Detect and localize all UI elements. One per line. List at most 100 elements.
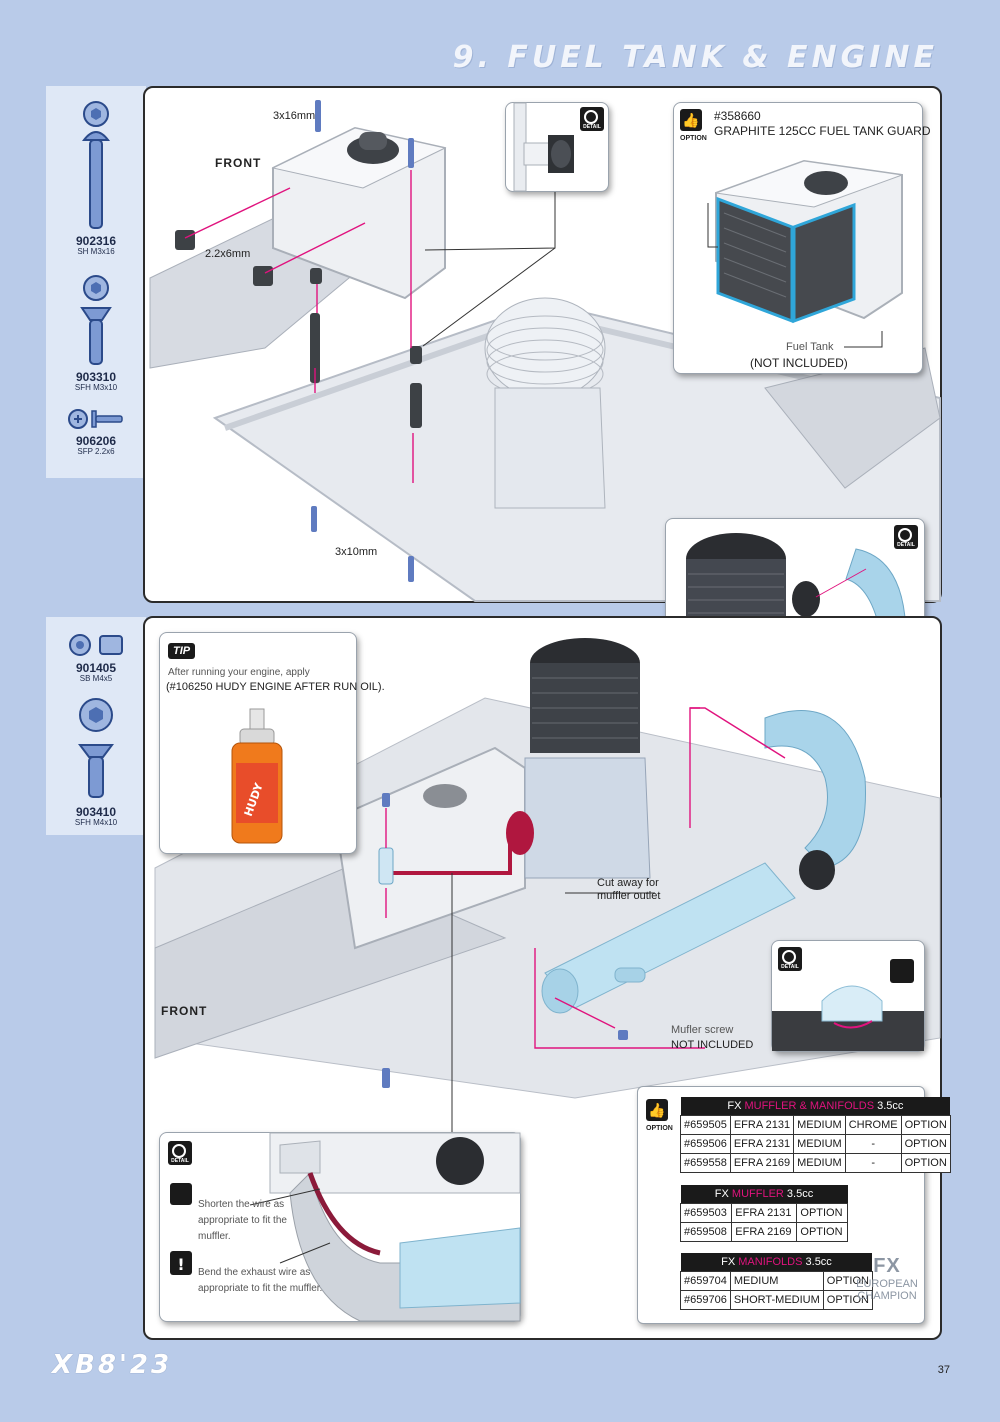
- clip-detail-illustration: [513, 102, 574, 192]
- cell: #659704: [680, 1271, 731, 1291]
- part-901405: 901405 SB M4x5: [46, 633, 146, 683]
- part-size: SFH M4x10: [74, 818, 118, 827]
- sfp-screw-icon: [68, 409, 123, 429]
- part-size: SFH M3x10: [74, 383, 118, 392]
- tank-guard-illustration: [707, 159, 903, 348]
- table-title-suffix: 3.5cc: [786, 1188, 814, 1200]
- option-badge: OPTION: [680, 135, 707, 142]
- parts-sidebar-step1: 902316 SH M3x16 903310 SFH M3x10 906206 …: [46, 86, 146, 478]
- table-title-prefix: FX: [721, 1256, 736, 1268]
- part-code: 902316: [75, 234, 117, 248]
- detail-icon: [894, 525, 918, 549]
- part-size: SB M4x5: [79, 674, 113, 683]
- sfh-screw-icon: [80, 275, 112, 365]
- fuel-tank-callout: Fuel Tank: [786, 341, 834, 353]
- sfh-screw-icon: [78, 698, 114, 798]
- part-903410: 903410 SFH M4x10: [46, 697, 146, 827]
- fx-line-1: EUROPEAN: [856, 1278, 918, 1290]
- cell: MEDIUM: [729, 1271, 824, 1291]
- not-included-note: (NOT INCLUDED): [750, 356, 848, 370]
- shorten-line-1: Shorten the wire as: [198, 1199, 285, 1210]
- table-title-main: MANIFOLDS: [738, 1256, 803, 1268]
- part-903310: 903310 SFH M3x10: [46, 274, 146, 392]
- cell: EFRA 2131: [731, 1203, 798, 1223]
- cell: OPTION: [822, 1290, 873, 1310]
- table-title-suffix: 3.5cc: [805, 1256, 832, 1268]
- page-number: 37: [937, 1364, 950, 1376]
- detail-box-clip: [505, 102, 609, 192]
- shorten-line-2: appropriate to fit the: [198, 1215, 287, 1226]
- shorten-line-3: muffler.: [198, 1231, 231, 1242]
- part-code: 901405: [75, 661, 117, 675]
- cell: #659505: [680, 1115, 731, 1135]
- part-size: SFP 2.2x6: [77, 447, 115, 456]
- cell: MEDIUM: [793, 1134, 846, 1154]
- after-run-oil-bottle-icon: HUDY: [231, 708, 283, 844]
- table-title-main: MUFFLER & MANIFOLDS: [744, 1100, 875, 1112]
- muffler-screw-label: Mufler screw: [671, 1024, 734, 1036]
- tip-badge: TIP: [168, 643, 196, 659]
- bend-line-2: appropriate to fit the muffler.: [198, 1283, 323, 1294]
- detail-box-cut: [771, 940, 925, 1052]
- part-size: SH M3x16: [77, 247, 115, 256]
- sb-screw-icon: [69, 634, 123, 656]
- option-box-tank-guard: 👍 OPTION #358660 GRAPHITE 125CC FUEL TAN…: [673, 102, 931, 374]
- cell: #659558: [680, 1153, 731, 1173]
- cell: #659508: [679, 1222, 733, 1242]
- page-title: 9. FUEL TANK & ENGINE: [452, 40, 938, 75]
- table-title-prefix: FX: [714, 1188, 729, 1200]
- cell: MEDIUM: [793, 1115, 846, 1135]
- cell: EFRA 2169: [729, 1153, 795, 1173]
- detail-box-exhaust-wire: ! Shorten the wire as appropriate to fit…: [159, 1132, 521, 1322]
- cell: CHROME: [844, 1115, 902, 1135]
- fx-mark: FX: [873, 1255, 901, 1277]
- option-badge: OPTION: [646, 1125, 673, 1132]
- cell: OPTION: [796, 1203, 848, 1223]
- part-code: 906206: [75, 434, 117, 448]
- cell: -: [844, 1153, 902, 1173]
- part-code: 903310: [75, 370, 117, 384]
- tip-line-2: (#106250 HUDY ENGINE AFTER RUN OIL).: [166, 681, 385, 693]
- fx-line-2: CHAMPION: [857, 1290, 917, 1302]
- part-code: 903410: [75, 805, 117, 819]
- table-title-suffix: 3.5cc: [877, 1100, 904, 1112]
- bend-line-1: Bend the exhaust wire as: [198, 1267, 311, 1278]
- detail-icon: [778, 947, 802, 971]
- cell: #659503: [679, 1203, 733, 1223]
- tip-box: TIP After running your engine, apply (#1…: [159, 632, 385, 854]
- detail-icon: [168, 1141, 192, 1165]
- option-part-number: #358660: [714, 109, 761, 123]
- cut-away-label-2: muffler outlet: [597, 890, 661, 902]
- cell: -: [844, 1134, 902, 1154]
- cell: OPTION: [900, 1153, 951, 1173]
- cell: MEDIUM: [793, 1153, 846, 1173]
- detail-icon: [580, 107, 604, 131]
- sh-screw-icon: [81, 101, 111, 229]
- table-title-prefix: FX: [727, 1100, 742, 1112]
- step1-panel: FRONT 3x16mm 2.2x6mm 3x10mm 👍 OPTION #35…: [143, 86, 942, 690]
- cell: SHORT-MEDIUM: [729, 1290, 824, 1310]
- cell: OPTION: [822, 1271, 873, 1291]
- part-902316: 902316 SH M3x16: [46, 100, 146, 256]
- xb8-logo: XB8'23: [52, 1350, 173, 1380]
- cell: #659506: [680, 1134, 731, 1154]
- front-label: FRONT: [161, 1004, 208, 1018]
- part-906206: 906206 SFP 2.2x6: [46, 408, 146, 456]
- thumbs-up-icon: 👍: [680, 109, 702, 131]
- not-included-label: NOT INCLUDED: [671, 1039, 754, 1051]
- fx-european-champion-logo: FX EUROPEAN CHAMPION: [856, 1255, 918, 1302]
- cell: OPTION: [900, 1115, 951, 1135]
- option-tables-box: 👍 OPTION FX MUFFLER & MANIFOLDS 3.5cc #6…: [637, 1086, 951, 1324]
- parts-sidebar-step2: 901405 SB M4x5 903410 SFH M4x10: [46, 617, 146, 835]
- svg-text:!: !: [177, 1255, 184, 1274]
- cell: #659706: [680, 1290, 731, 1310]
- step2-panel: FRONT TIP After running your engine, app…: [143, 616, 951, 1340]
- cell: OPTION: [900, 1134, 951, 1154]
